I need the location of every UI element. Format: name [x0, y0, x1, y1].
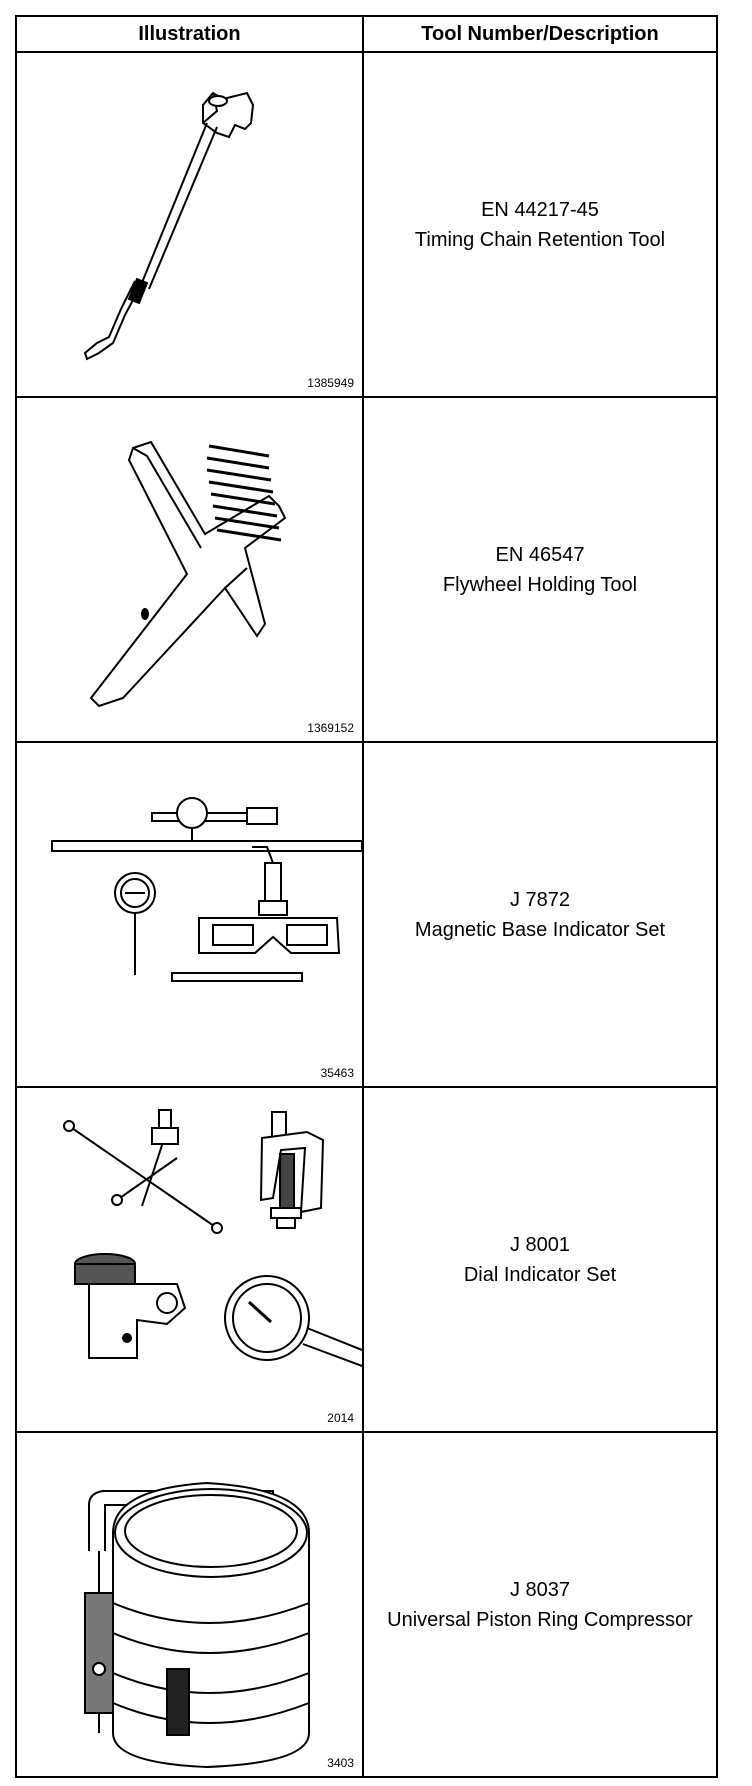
tool-description-cell: EN 44217-45 Timing Chain Retention Tool: [362, 51, 718, 398]
figure-number: 3403: [327, 1756, 354, 1770]
illustration-cell: 2014: [15, 1086, 364, 1433]
table-row: 35463 J 7872 Magnetic Base Indicator Set: [15, 741, 718, 1088]
timing-chain-retention-tool-illustration: [83, 91, 255, 361]
tool-description-cell: J 8001 Dial Indicator Set: [362, 1086, 718, 1433]
table-row: 2014 J 8001 Dial Indicator Set: [15, 1086, 718, 1433]
magnetic-base-indicator-set-illustration: [51, 797, 362, 982]
tool-description-cell: J 7872 Magnetic Base Indicator Set: [362, 741, 718, 1088]
illustration-cell: 1385949: [15, 51, 364, 398]
header-row: Illustration Tool Number/Description: [15, 15, 718, 53]
illustration-cell: 1369152: [15, 396, 364, 743]
illustration-cell: 3403: [15, 1431, 364, 1778]
dial-indicator-set-illustration: [63, 1109, 362, 1367]
tool-number: EN 46547: [495, 543, 585, 566]
figure-number: 2014: [327, 1411, 354, 1425]
tool-description: Flywheel Holding Tool: [442, 573, 638, 596]
tool-number: J 8001: [509, 1233, 571, 1256]
table-row: 1369152 EN 46547 Flywheel Holding Tool: [15, 396, 718, 743]
piston-ring-compressor-illustration: [84, 1481, 310, 1769]
header-illustration: Illustration: [15, 15, 364, 53]
tool-description: Timing Chain Retention Tool: [414, 228, 666, 251]
tool-description: Dial Indicator Set: [463, 1263, 617, 1286]
figure-number: 1369152: [307, 721, 354, 735]
table-row: 1385949 EN 44217-45 Timing Chain Retenti…: [15, 51, 718, 398]
figure-number: 1385949: [307, 376, 354, 390]
tool-number: EN 44217-45: [481, 198, 599, 221]
header-tool-number-description: Tool Number/Description: [362, 15, 718, 53]
illustration-cell: 35463: [15, 741, 364, 1088]
tool-description-cell: EN 46547 Flywheel Holding Tool: [362, 396, 718, 743]
tool-description-cell: J 8037 Universal Piston Ring Compressor: [362, 1431, 718, 1778]
special-tools-table: Illustration Tool Number/Description 138…: [15, 15, 718, 1778]
tool-description: Universal Piston Ring Compressor: [387, 1608, 693, 1631]
tool-description: Magnetic Base Indicator Set: [414, 918, 666, 941]
flywheel-holding-tool-illustration: [89, 440, 287, 708]
tool-number: J 8037: [509, 1578, 571, 1601]
tool-number: J 7872: [509, 888, 571, 911]
table-row: 3403 J 8037 Universal Piston Ring Compre…: [15, 1431, 718, 1778]
figure-number: 35463: [320, 1066, 354, 1080]
